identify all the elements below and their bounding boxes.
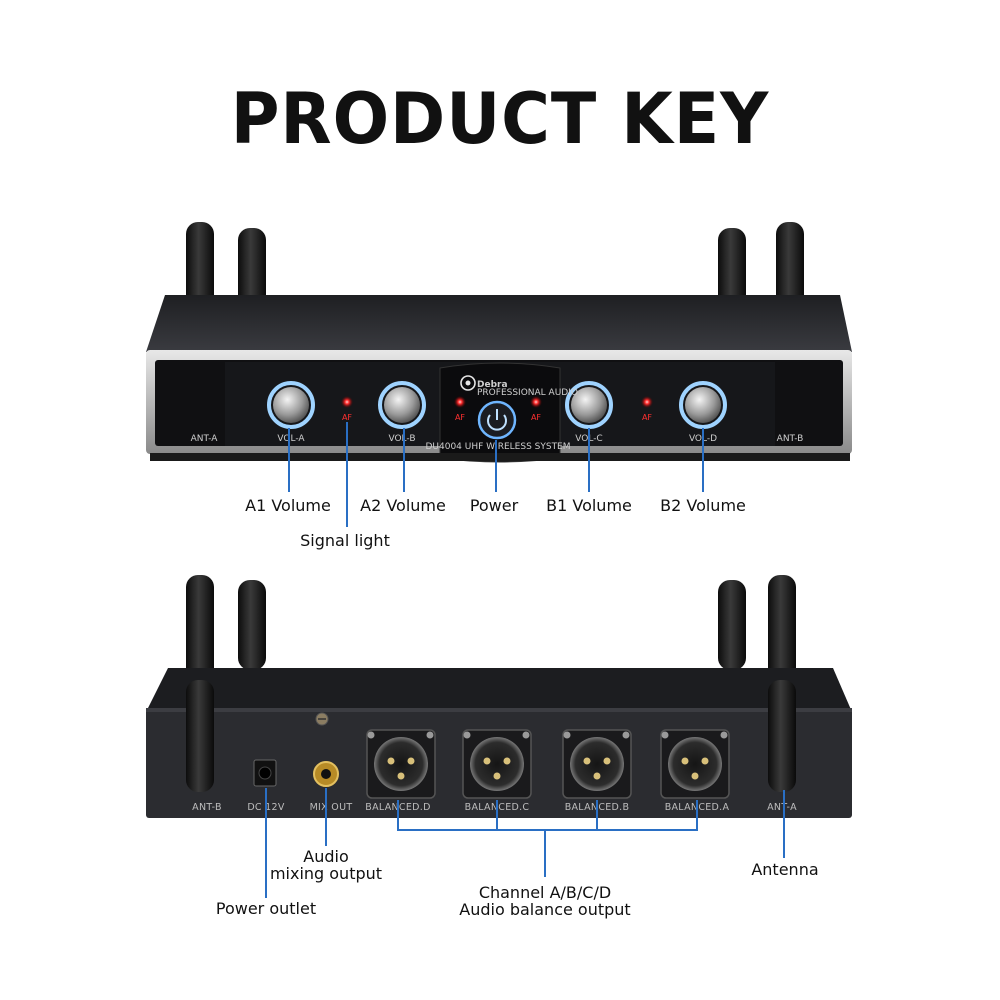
led-label-af: AF xyxy=(455,413,465,422)
front-label-ant-a: ANT-A xyxy=(191,434,219,444)
xlr-connector-a[interactable] xyxy=(660,729,730,799)
af-led xyxy=(454,396,466,408)
af-led xyxy=(530,396,542,408)
callout-channel-line1: Channel A/B/C/D xyxy=(478,883,612,902)
led-label-af: AF xyxy=(642,413,652,422)
dc-power-jack[interactable] xyxy=(253,759,277,787)
rear-label-ant-a: ANT-A xyxy=(767,802,797,813)
power-icon xyxy=(487,409,507,431)
callout-antenna: Antenna xyxy=(751,860,819,879)
model-text: DU4004 UHF WIRELESS SYSTEM xyxy=(425,442,570,452)
rear-antenna-front xyxy=(186,680,796,792)
xlr-connector-d[interactable] xyxy=(366,729,436,799)
mix-out-jack[interactable] xyxy=(313,761,339,787)
callout-audio-mixing-line2: mixing output xyxy=(269,864,383,883)
led-label-af: AF xyxy=(342,413,352,422)
brand-name: Debra xyxy=(477,380,508,390)
callout-audio-mixing-line1: Audio xyxy=(303,847,349,866)
knob-vol-a[interactable] xyxy=(267,381,315,429)
debra-logo-icon xyxy=(460,375,476,391)
front-label-ant-b: ANT-B xyxy=(777,434,804,444)
xlr-connector-c[interactable] xyxy=(462,729,532,799)
knob-vol-c[interactable] xyxy=(565,381,613,429)
rear-callout-lines xyxy=(265,788,785,898)
power-button[interactable] xyxy=(477,400,517,440)
callout-a2-volume: A2 Volume xyxy=(360,496,446,515)
knob-label-vol-b: VOL-B xyxy=(388,434,415,444)
xlr-connector-b[interactable] xyxy=(562,729,632,799)
callout-signal-light: Signal light xyxy=(300,531,390,550)
callout-b1-volume: B1 Volume xyxy=(546,496,632,515)
page-title: PRODUCT KEY xyxy=(230,78,770,160)
callout-channel-line2: Audio balance output xyxy=(459,900,631,919)
rear-label-mix-out: MIX OUT xyxy=(310,802,353,813)
knob-vol-b[interactable] xyxy=(378,381,426,429)
callout-b2-volume: B2 Volume xyxy=(660,496,746,515)
knob-vol-d[interactable] xyxy=(679,381,727,429)
led-label-af: AF xyxy=(531,413,541,422)
brand-subtitle: PROFESSIONAL AUDIO xyxy=(477,388,578,398)
callout-a1-volume: A1 Volume xyxy=(245,496,331,515)
screw-icon xyxy=(315,712,329,726)
af-led xyxy=(341,396,353,408)
front-callout-lines xyxy=(288,422,704,527)
rear-label-ant-b: ANT-B xyxy=(192,802,222,813)
callout-power: Power xyxy=(469,496,519,515)
knob-label-vol-a: VOL-A xyxy=(277,434,305,444)
callout-power-outlet: Power outlet xyxy=(215,899,317,918)
af-led xyxy=(641,396,653,408)
